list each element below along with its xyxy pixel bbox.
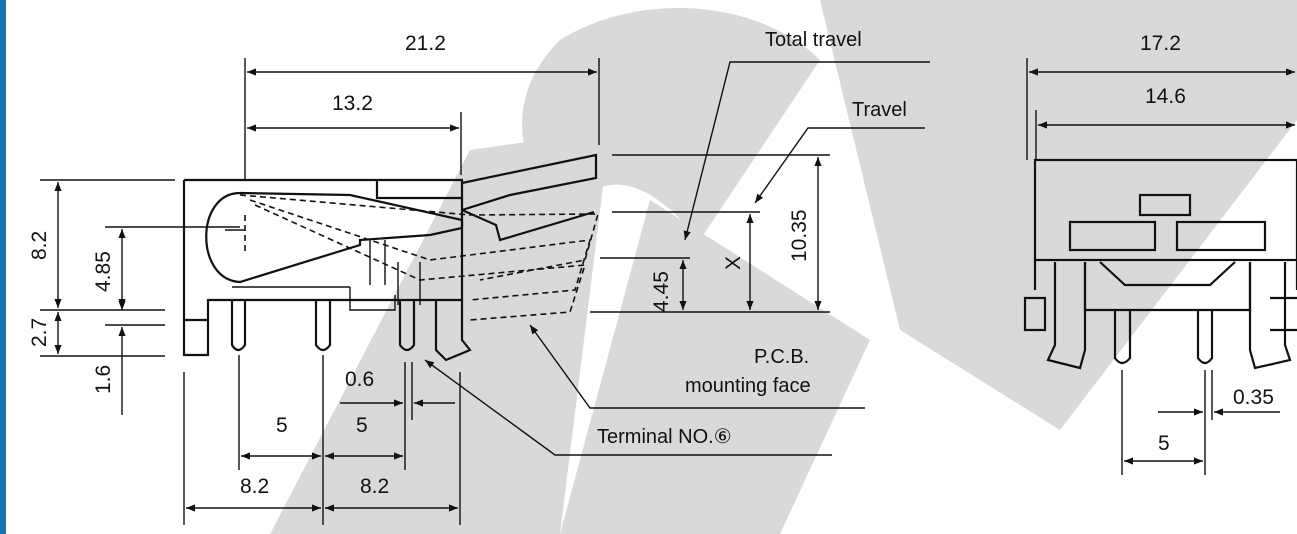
label-terminal: Terminal NO.⑥ [597, 426, 732, 448]
dim-span-a: 8.2 [240, 475, 269, 498]
side-view [182, 153, 600, 362]
side-view-dimensions: 21.2 13.2 8.2 4.85 2.7 1.6 0.6 5 [28, 29, 930, 525]
dim-front-overall-width: 17.2 [1140, 32, 1181, 55]
label-pcb-line1: P.C.B. [754, 346, 809, 368]
dim-lever-length: 13.2 [332, 92, 373, 115]
dim-terminal-width: 0.6 [345, 368, 374, 391]
dim-height-8-2: 8.2 [28, 231, 51, 260]
dim-pitch-b: 5 [356, 414, 368, 437]
dim-front-pitch: 5 [1158, 432, 1170, 455]
dim-height-10-35: 10.35 [788, 209, 811, 262]
label-pcb-line2: mounting face [685, 375, 811, 397]
dim-span-b: 8.2 [360, 475, 389, 498]
front-view-dimensions: 17.2 14.6 0.35 5 [1026, 32, 1295, 475]
watermark-logo [270, 0, 1297, 534]
dim-x-marker: X [722, 256, 745, 270]
dim-pitch-a: 5 [276, 414, 288, 437]
dim-front-body-width: 14.6 [1145, 85, 1186, 108]
dim-height-2-7: 2.7 [28, 318, 51, 347]
left-border [0, 0, 6, 534]
front-view [1023, 158, 1297, 370]
dim-front-terminal-width: 0.35 [1233, 386, 1274, 409]
label-travel: Travel [852, 99, 907, 121]
dim-overall-length: 21.2 [405, 32, 446, 55]
dim-height-1-6: 1.6 [92, 365, 115, 394]
label-total-travel: Total travel [765, 29, 862, 51]
dim-height-4-85: 4.85 [92, 251, 115, 292]
dim-height-4-45: 4.45 [650, 271, 673, 312]
